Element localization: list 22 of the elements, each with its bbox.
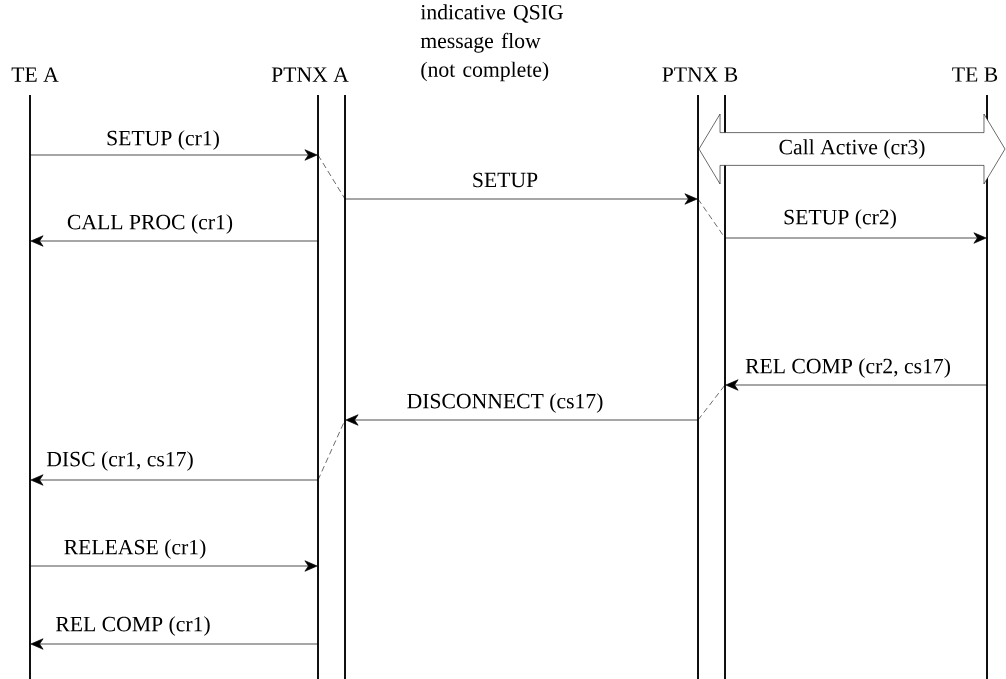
message-arrow: [725, 379, 988, 391]
message-label: REL COMP (cr2, cs17): [745, 358, 950, 378]
double-arrow-band: Call Active (cr3): [698, 113, 1006, 185]
message-label: SETUP: [473, 172, 538, 188]
message-arrow: [30, 235, 319, 247]
message-arrow: [345, 414, 699, 426]
message-label: SETUP (cr2): [784, 209, 896, 229]
message-arrow: [30, 638, 319, 650]
message-label: DISCONNECT (cs17): [407, 393, 603, 413]
message-arrow: [29, 560, 318, 572]
message-label: CALL PROC (cr1): [67, 214, 233, 234]
message-arrow: [29, 149, 318, 161]
message-label: DISC (cr1, cs17): [46, 451, 193, 471]
message-arrow: [344, 193, 698, 205]
note-text: indicative QSIG message flow (not complete): [420, 4, 563, 82]
message-label: SETUP (cr1): [107, 130, 219, 150]
message-arrow: [724, 232, 987, 244]
node-label: Call Active (cr3): [779, 139, 925, 159]
lifeline: PTNX A: [271, 67, 349, 679]
message-label: RELEASE (cr1): [64, 539, 206, 559]
message-label: REL COMP (cr1): [55, 616, 210, 636]
message-arrow: [30, 474, 319, 486]
